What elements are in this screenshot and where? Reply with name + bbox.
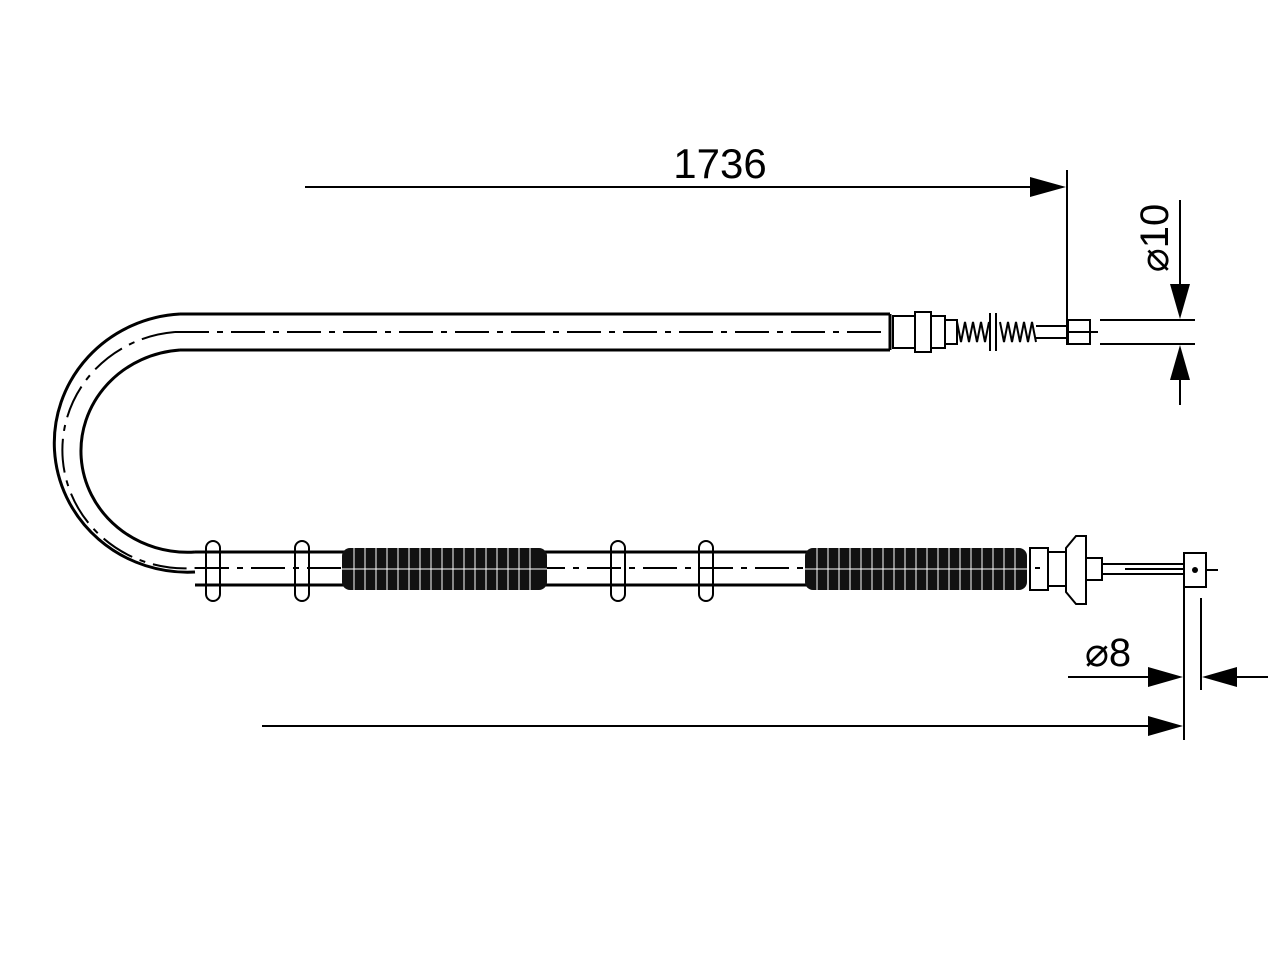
diameter-8-dimension: ⌀8 <box>1068 587 1268 740</box>
grommet-1 <box>205 540 221 602</box>
diameter-10-dimension: ⌀10 <box>1100 200 1195 405</box>
bottom-fitting-flange <box>1065 535 1087 605</box>
arrowhead-bottom-right <box>1148 716 1183 736</box>
fitting-collar <box>944 319 958 345</box>
fitting-nut-1 <box>892 315 916 349</box>
protective-boot-left <box>342 548 547 590</box>
cable-centerline <box>61 331 1218 571</box>
arrowhead-d8-left <box>1202 667 1237 687</box>
fitting-nut-3 <box>930 315 946 349</box>
fitting-nut-2 <box>914 311 932 353</box>
bottom-length-dimension <box>262 716 1183 736</box>
bottom-fitting-ferrule <box>1085 557 1103 581</box>
overall-length-dimension: 1736 <box>305 140 1068 345</box>
top-end-fitting <box>892 311 1091 353</box>
spring-2 <box>999 321 1037 343</box>
spring-1 <box>956 321 990 343</box>
arrowhead-d10-up <box>1170 345 1190 380</box>
grommet-4 <box>698 540 714 602</box>
bend-outer <box>52 312 196 574</box>
bend-inner <box>79 348 196 554</box>
centerline-bend <box>61 331 196 570</box>
bottom-fitting-nut-2 <box>1047 551 1067 587</box>
grommet-3 <box>610 540 626 602</box>
arrowhead-top-right <box>1030 177 1066 197</box>
arrowhead-d10-down <box>1170 284 1190 319</box>
diameter-10-label: ⌀10 <box>1133 204 1177 273</box>
bottom-end-fitting <box>1029 535 1207 605</box>
end-nipple-bottom <box>1183 552 1207 588</box>
overall-length-label: 1736 <box>673 140 766 187</box>
protective-boot-right <box>805 548 1027 590</box>
end-nipple-bottom-hole <box>1192 567 1198 573</box>
grommet-2 <box>294 540 310 602</box>
cable-sheath <box>52 312 892 587</box>
arrowhead-d8-right <box>1148 667 1183 687</box>
diameter-8-label: ⌀8 <box>1085 631 1131 675</box>
